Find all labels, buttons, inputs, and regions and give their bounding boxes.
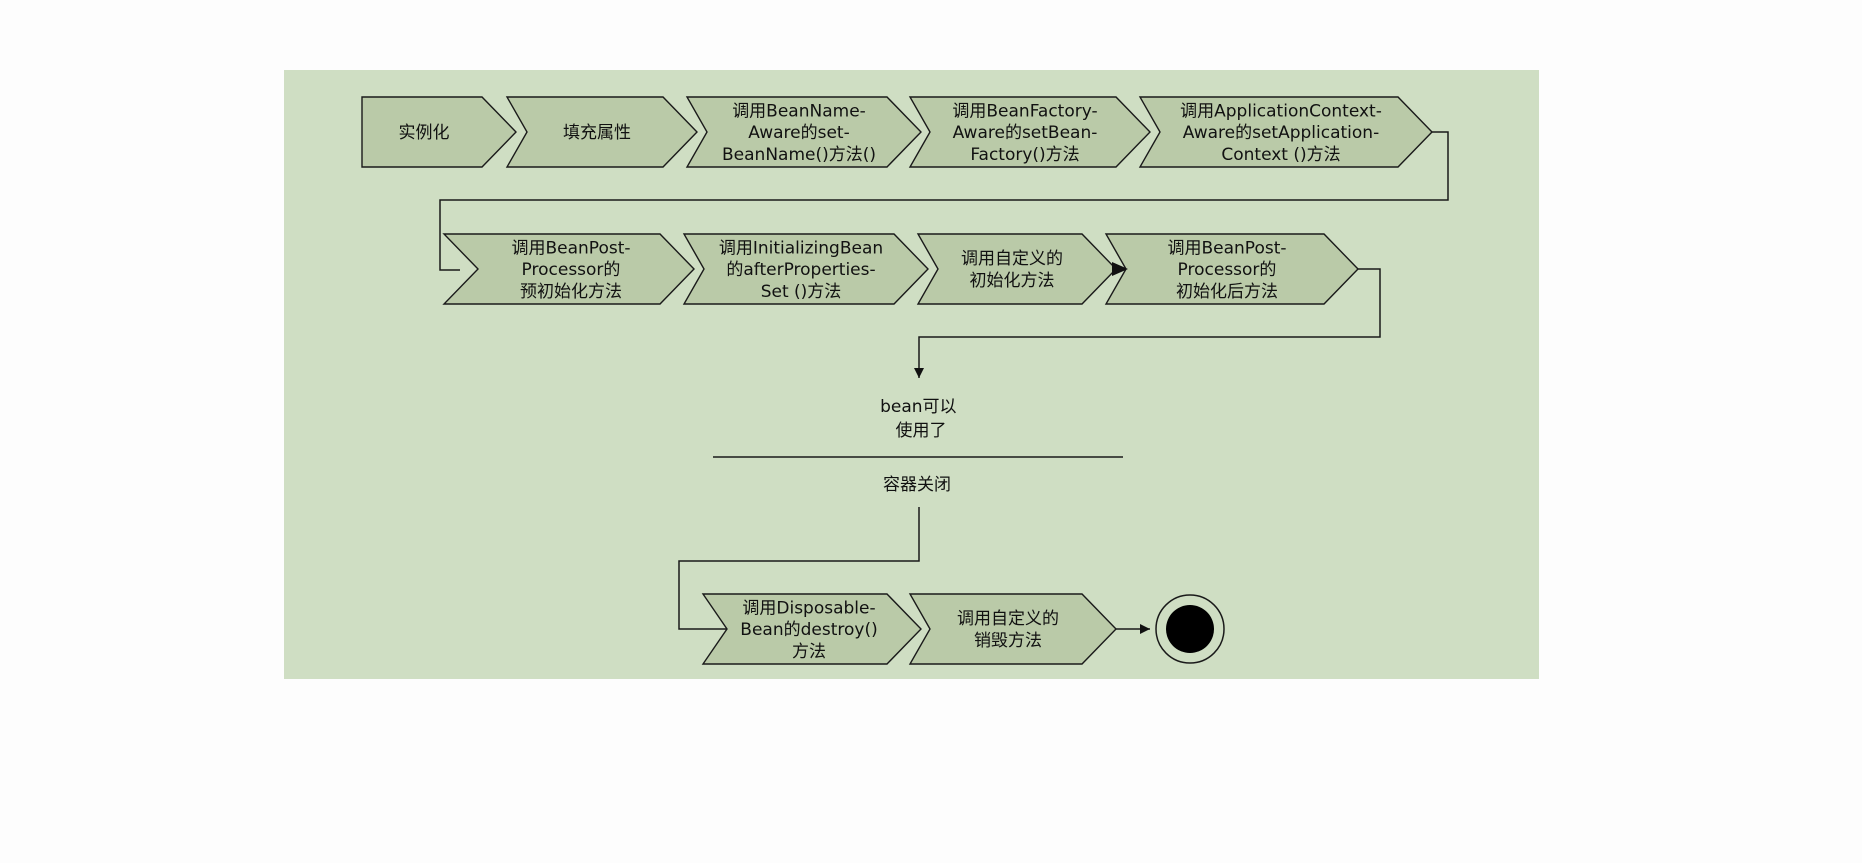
row1-chevron-shape	[505, 96, 698, 168]
container-shutdown-line: 容器关闭	[883, 475, 951, 495]
row2-step-label-line: Processor的	[522, 260, 621, 280]
row1-step-label-line: 调用BeanFactory-	[952, 101, 1097, 121]
row1-step-label-line: Aware的setApplication-	[1183, 123, 1379, 143]
row1-step-label-line: 实例化	[399, 123, 450, 143]
row3-chevron-shape	[701, 593, 922, 665]
row1-chevron-shape	[685, 96, 922, 168]
bean-ready-line-2: 使用了	[896, 420, 947, 441]
row3-step-label: 调用自定义的销毁方法	[957, 609, 1059, 651]
row1-chevron-shape	[361, 96, 517, 168]
row3-step-2: 调用自定义的销毁方法	[908, 593, 1117, 665]
row3-chevron-shape	[908, 593, 1117, 665]
connector-row2-to-ready	[914, 268, 1381, 378]
bean-ready-label: bean可以 使用了	[880, 397, 962, 441]
row2-step-label-line: 的afterProperties-	[726, 260, 875, 280]
row2-step-3: 调用自定义的初始化方法	[916, 233, 1117, 305]
row2-step-label-line: Set ()方法	[761, 282, 842, 302]
row3-step-1: 调用Disposable-Bean的destroy()方法	[701, 593, 922, 665]
row1-step-label: 填充属性	[563, 123, 631, 143]
row2-chevron-shape	[682, 233, 929, 305]
connector-row1-to-row2	[439, 131, 1449, 271]
bean-ready-line-1: bean可以	[880, 397, 956, 417]
connector-shutdown-to-row3	[678, 507, 920, 630]
row2-step-1: 调用BeanPost-Processor的预初始化方法	[442, 233, 695, 305]
destruction-phase-row: 调用Disposable-Bean的destroy()方法 调用自定义的销毁方法	[701, 593, 1117, 665]
row1-step-label-line: Context ()方法	[1221, 145, 1340, 165]
initialization-phase-row: 调用BeanPost-Processor的预初始化方法调用Initializin…	[442, 233, 1359, 305]
row1-step-label-line: 填充属性	[563, 123, 631, 143]
row1-step-5: 调用ApplicationContext-Aware的setApplicatio…	[1138, 96, 1433, 168]
row2-step-label: 调用自定义的初始化方法	[961, 249, 1063, 291]
row1-chevron-shape	[1138, 96, 1433, 168]
row1-step-label-line: 调用BeanName-	[732, 101, 866, 121]
row2-step-4: 调用BeanPost-Processor的初始化后方法	[1104, 233, 1359, 305]
row2-step-label-line: 初始化后方法	[1176, 282, 1278, 302]
row2-step-label-line: 调用InitializingBean	[719, 238, 883, 258]
row1-step-label-line: 调用ApplicationContext-	[1180, 101, 1382, 121]
row2-inner-arrowhead	[1112, 262, 1128, 276]
row1-step-2: 填充属性	[505, 96, 698, 168]
row2-step-label-line: 调用BeanPost-	[1167, 238, 1286, 258]
diagram-panel	[284, 70, 1539, 679]
row1-step-4: 调用BeanFactory-Aware的setBean-Factory()方法	[908, 96, 1151, 168]
row3-step-label-line: 调用Disposable-	[742, 598, 875, 618]
row1-step-label: 实例化	[399, 123, 450, 143]
row3-step-label-line: 销毁方法	[974, 631, 1042, 651]
row1-step-label-line: Aware的set-	[748, 123, 849, 143]
row1-step-label: 调用BeanFactory-Aware的setBean-Factory()方法	[952, 101, 1097, 165]
final-state-icon	[1155, 594, 1225, 664]
row2-chevron-shape	[442, 233, 695, 305]
row1-step-label: 调用ApplicationContext-Aware的setApplicatio…	[1180, 101, 1382, 165]
row1-step-3: 调用BeanName-Aware的set-BeanName()方法()	[685, 96, 922, 168]
row3-step-label-line: 方法	[792, 642, 826, 662]
container-shutdown-label: 容器关闭	[883, 475, 951, 495]
row2-step-label-line: 调用BeanPost-	[511, 238, 630, 258]
row1-step-label-line: Factory()方法	[970, 145, 1079, 165]
row1-step-label: 调用BeanName-Aware的set-BeanName()方法()	[722, 101, 876, 165]
row2-step-label: 调用BeanPost-Processor的预初始化方法	[511, 238, 630, 302]
row2-step-label: 调用BeanPost-Processor的初始化后方法	[1167, 238, 1286, 302]
row2-step-label-line: 初始化方法	[970, 271, 1055, 291]
row2-chevron-shape	[916, 233, 1117, 305]
row1-step-label-line: BeanName()方法()	[722, 145, 876, 165]
row2-step-label-line: 预初始化方法	[520, 282, 622, 302]
row1-chevron-shape	[908, 96, 1151, 168]
row1-step-label-line: Aware的setBean-	[953, 123, 1098, 143]
row3-step-label-line: Bean的destroy()	[740, 620, 877, 640]
connectors	[439, 131, 1449, 634]
row1-step-1: 实例化	[361, 96, 517, 168]
row3-step-label: 调用Disposable-Bean的destroy()方法	[740, 598, 877, 662]
row2-step-label-line: 调用自定义的	[961, 249, 1063, 269]
instantiation-phase-row: 实例化 填充属性 调用BeanName-Aware的set-BeanName()方法…	[361, 96, 1433, 168]
row3-step-label-line: 调用自定义的	[957, 609, 1059, 629]
row2-step-label-line: Processor的	[1178, 260, 1277, 280]
